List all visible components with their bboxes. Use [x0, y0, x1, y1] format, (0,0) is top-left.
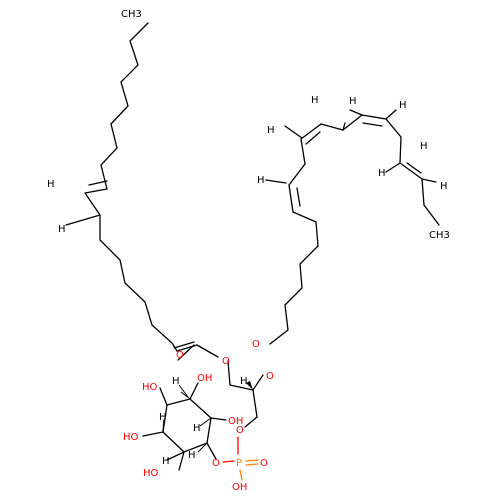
- oh-label: OH: [197, 373, 212, 384]
- o-label: O: [266, 371, 274, 382]
- h-label: H: [267, 125, 275, 136]
- o-label: O: [260, 458, 268, 469]
- h-label: H: [440, 181, 448, 192]
- h-label: H: [240, 376, 248, 387]
- ch3-top-label: CH3: [121, 9, 142, 20]
- h-label: H: [257, 175, 265, 186]
- glycerol-bonds: [227, 360, 264, 428]
- ho-label: HO: [142, 382, 158, 393]
- h-label: H: [159, 412, 167, 423]
- chain-2-bonds: [265, 109, 440, 345]
- ho-label: HO: [123, 432, 139, 443]
- h-label: H: [172, 376, 180, 387]
- o-label: O: [236, 425, 244, 436]
- oh-label: OH: [232, 482, 247, 493]
- ch3-right-label: CH3: [429, 230, 450, 241]
- phosphate-bonds: [222, 436, 259, 481]
- oh-label: OH: [228, 416, 243, 427]
- o-label: O: [222, 356, 230, 367]
- o-label: O: [252, 339, 260, 350]
- o-label: O: [212, 458, 220, 469]
- inositol-ring-bonds: [142, 382, 227, 471]
- h-label: H: [193, 423, 201, 434]
- h-label: H: [162, 456, 170, 467]
- chain-1-bonds: [65, 22, 219, 361]
- h-label: H: [311, 95, 319, 106]
- h-label: H: [420, 141, 428, 152]
- p-label: P: [236, 458, 242, 469]
- ho-label: HO: [143, 468, 159, 479]
- o-label: O: [176, 350, 184, 361]
- atom-labels: CH3 CH3 H H H H H H H H H H O O O O H HO…: [47, 9, 450, 493]
- h-label: H: [378, 168, 386, 179]
- h-label: H: [58, 224, 66, 235]
- h-label: H: [399, 100, 407, 111]
- h-label: H: [188, 450, 196, 461]
- h-label: H: [349, 96, 357, 107]
- h-label: H: [47, 179, 55, 190]
